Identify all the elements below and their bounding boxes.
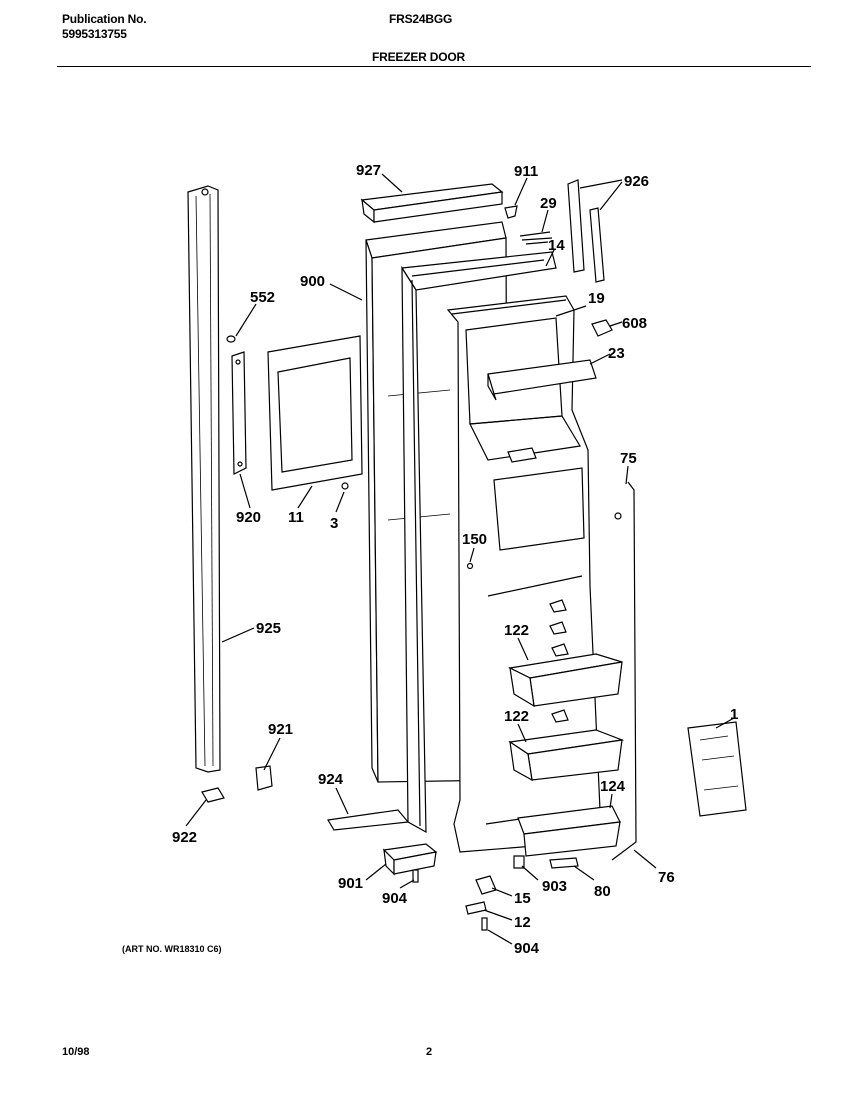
part-122-bin-upper [508,653,623,708]
part-14-gasket [400,251,557,834]
callout-122-lower: 122 [504,708,529,725]
callout-927: 927 [356,162,381,179]
callout-900: 900 [300,273,325,290]
part-901-housing [382,843,438,876]
callout-926: 926 [624,173,649,190]
part-75-tube [611,481,637,861]
part-552-screw [226,335,236,343]
callout-76: 76 [658,869,675,886]
callout-11: 11 [288,509,304,526]
callout-904-lower: 904 [514,940,540,957]
callout-75: 75 [620,450,637,467]
shelf-supports [549,599,569,723]
part-23-shelf [487,359,597,401]
part-19-door-liner [446,295,611,853]
callout-901: 901 [338,875,363,892]
callout-552: 552 [250,289,275,306]
callout-150: 150 [462,531,487,548]
callout-29: 29 [540,195,557,212]
footer-date: 10/98 [62,1046,90,1058]
part-608-switch [591,319,613,337]
header-rule [57,66,811,67]
part-80-connector [549,857,579,869]
callout-124: 124 [600,778,626,795]
dispenser-recess [507,447,537,463]
part-124-bin-bottom [517,805,621,857]
part-904-screw-upper [412,869,419,883]
part-11-frame [267,335,363,491]
part-1-instruction-label [687,721,747,817]
callout-1: 1 [730,706,738,723]
callout-911: 911 [514,163,538,180]
art-number: (ART NO. WR18310 C6) [122,944,222,954]
part-927-top-cap [360,183,504,224]
callout-19: 19 [588,290,605,307]
section-title: FREEZER DOOR [372,50,465,64]
page-number: 2 [426,1046,433,1058]
callout-904-upper: 904 [382,890,408,907]
part-911-clip [504,205,518,219]
callout-122-upper: 122 [504,622,529,639]
callout-23: 23 [608,345,625,362]
callout-903: 903 [542,878,567,895]
callout-920: 920 [236,509,261,526]
part-122-bin-lower [508,729,625,782]
callout-3: 3 [330,515,338,532]
part-924-bottom-trim [327,809,410,831]
part-904-screw-lower [481,917,488,931]
part-150-screw [466,562,474,570]
callout-labels: 927 911 926 29 14 900 552 19 608 23 75 9… [172,162,738,957]
part-15-actuator [475,875,497,895]
callout-15: 15 [514,890,531,907]
part-926-trim [567,179,605,283]
part-12-spring [465,901,487,915]
model-number: FRS24BGG [389,12,453,26]
part-922-hinge [201,787,225,803]
callout-80: 80 [594,883,611,900]
publication-number: 5995313755 [62,27,127,41]
part-925-trim-strip [187,185,221,773]
callout-608: 608 [622,315,647,332]
publication-label: Publication No. [62,12,147,26]
callout-921: 921 [268,721,293,738]
callout-925: 925 [256,620,281,637]
part-920-bracket [231,351,247,475]
part-29-harness [519,231,553,245]
callout-924: 924 [318,771,344,788]
leader-lines [185,173,735,945]
callout-14: 14 [548,237,565,254]
part-3-plug [341,482,349,490]
callout-12: 12 [514,914,531,931]
callout-922: 922 [172,829,197,846]
